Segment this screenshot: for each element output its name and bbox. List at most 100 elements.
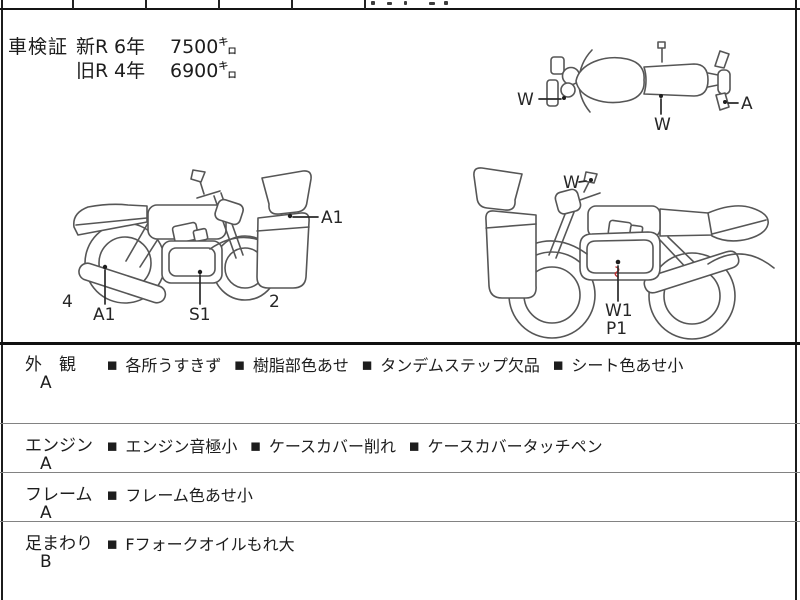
point-label-4: 4 bbox=[62, 292, 73, 312]
tail-cowl bbox=[72, 203, 148, 236]
bullet-marker: ■ bbox=[234, 358, 245, 371]
engine-case bbox=[161, 240, 223, 284]
header-cell-divider bbox=[291, 0, 293, 9]
shaken-mileage: 7500㌔ bbox=[170, 36, 238, 58]
point-label-w: W bbox=[563, 173, 580, 193]
side-view-left-diagram: 4 A1 S1 2 A1 bbox=[50, 165, 370, 330]
tank-top bbox=[575, 57, 645, 104]
muffler bbox=[78, 262, 167, 304]
shaken-mileage: 6900㌔ bbox=[170, 60, 238, 82]
motorcycle-side-right: W W1 P1 bbox=[473, 167, 775, 340]
condition-item: ■Fフォークオイルもれ大 bbox=[107, 531, 295, 555]
marker-dot bbox=[589, 178, 593, 182]
condition-item: ■ シート色あせ小 bbox=[553, 352, 683, 376]
bike-body-lines bbox=[473, 167, 775, 340]
condition-item-text: シート色あせ小 bbox=[571, 356, 684, 375]
header-cell-divider bbox=[218, 0, 220, 9]
condition-grade: A bbox=[40, 503, 52, 523]
condition-category: フレーム bbox=[25, 485, 93, 505]
header-bottom-rule bbox=[0, 8, 800, 10]
condition-items: ■ エンジン音極小 ■ケースカバー削れ ■ ケースカバータッチペン bbox=[107, 433, 603, 457]
condition-item-text: タンデムステップ欠品 bbox=[380, 356, 540, 375]
point-label-p1: P1 bbox=[606, 319, 627, 339]
point-label-2: 2 bbox=[269, 292, 280, 312]
condition-row-exterior: 外 観 A ■各所うすきず ■樹脂部色あせ ■タンデムステップ欠品 ■シート色あ… bbox=[3, 343, 797, 423]
bullet-marker: ■ bbox=[552, 358, 564, 371]
front-wheel-top bbox=[717, 69, 731, 95]
header-text-remnant bbox=[444, 1, 448, 5]
shaken-reg-era: 新R bbox=[76, 36, 109, 58]
point-label-w1: W1 bbox=[605, 301, 633, 321]
bullet-marker: ■ bbox=[409, 439, 420, 452]
row-divider bbox=[0, 423, 800, 424]
leader-line bbox=[578, 180, 587, 183]
bike-body-lines bbox=[72, 169, 312, 304]
marker-dot bbox=[287, 213, 293, 219]
tail-cowl bbox=[707, 205, 769, 242]
shaken-label: 車検証 bbox=[8, 36, 69, 58]
headlight bbox=[554, 188, 582, 215]
shaken-years: 4年 bbox=[114, 60, 146, 82]
side-view-right-diagram: W W1 P1 bbox=[452, 162, 782, 342]
condition-grade: A bbox=[40, 373, 52, 393]
marker-dot bbox=[659, 94, 663, 98]
bullet-marker: ■ bbox=[250, 439, 261, 452]
condition-table-top-rule bbox=[0, 342, 800, 345]
header-text-remnant bbox=[429, 2, 435, 5]
rear-wheel bbox=[648, 252, 736, 340]
fairing-body bbox=[256, 212, 310, 289]
peg-top bbox=[715, 92, 730, 111]
condition-item-text: 樹脂部色あせ bbox=[252, 356, 349, 375]
condition-category: エンジン bbox=[25, 436, 93, 456]
marker-dot bbox=[723, 100, 727, 104]
bullet-marker: ■ bbox=[107, 537, 118, 550]
right-border-line bbox=[795, 0, 797, 600]
bullet-marker: ■ bbox=[361, 358, 373, 371]
condition-item: ■ 樹脂部色あせ bbox=[234, 352, 348, 376]
handlebar bbox=[196, 190, 221, 199]
seat-top bbox=[643, 63, 709, 97]
mirror bbox=[583, 171, 598, 184]
shaken-reg-era: 旧R bbox=[76, 60, 109, 82]
left-border-line bbox=[1, 0, 3, 600]
muffler bbox=[643, 250, 740, 294]
header-text-remnant bbox=[404, 1, 407, 5]
bike-top-body bbox=[546, 41, 731, 113]
row-divider bbox=[0, 521, 800, 522]
header-cell-divider bbox=[364, 0, 366, 9]
point-label-a1: A1 bbox=[93, 305, 115, 325]
handlebar bbox=[579, 192, 601, 201]
condition-item-text: エンジン音極小 bbox=[125, 437, 238, 456]
point-label-w: W bbox=[517, 90, 534, 110]
headlight bbox=[214, 198, 244, 226]
condition-item: ■ タンデムステップ欠品 bbox=[362, 352, 540, 376]
point-label-a1: A1 bbox=[321, 208, 343, 228]
fairing-body bbox=[485, 210, 537, 299]
header-text-remnant bbox=[371, 1, 375, 5]
condition-items: ■ フレーム色あせ小 bbox=[107, 482, 253, 506]
mirror-top bbox=[714, 50, 730, 69]
condition-item: ■ケースカバー削れ bbox=[250, 433, 396, 457]
condition-item-text: フレーム色あせ小 bbox=[125, 486, 253, 505]
condition-row-undercarriage: 足まわり B ■Fフォークオイルもれ大 bbox=[3, 522, 797, 600]
bullet-marker: ■ bbox=[107, 439, 118, 452]
condition-items: ■各所うすきず ■ 樹脂部色あせ ■ タンデムステップ欠品 ■ シート色あせ小 bbox=[107, 352, 683, 376]
condition-item: ■ ケースカバータッチペン bbox=[409, 433, 603, 457]
mirror bbox=[190, 169, 206, 183]
condition-item: ■ エンジン音極小 bbox=[107, 433, 237, 457]
condition-item: ■ フレーム色あせ小 bbox=[107, 482, 253, 506]
marker-dot bbox=[615, 259, 621, 265]
engine-guard bbox=[579, 231, 661, 281]
shaken-years: 6年 bbox=[114, 36, 146, 58]
fairing-screen bbox=[261, 170, 312, 215]
bullet-marker: ■ bbox=[107, 488, 118, 501]
condition-grade: B bbox=[40, 552, 52, 572]
condition-item-text: ケースカバータッチペン bbox=[427, 437, 603, 456]
condition-row-frame: フレーム A ■ フレーム色あせ小 bbox=[3, 473, 797, 523]
marker-dot bbox=[197, 269, 203, 275]
point-label-s1: S1 bbox=[189, 305, 211, 325]
fairing-screen bbox=[473, 167, 523, 211]
condition-item: ■各所うすきず bbox=[107, 352, 221, 376]
shaken-row: 新R 6年 7500㌔ bbox=[76, 32, 237, 59]
header-cell-divider bbox=[145, 0, 147, 9]
